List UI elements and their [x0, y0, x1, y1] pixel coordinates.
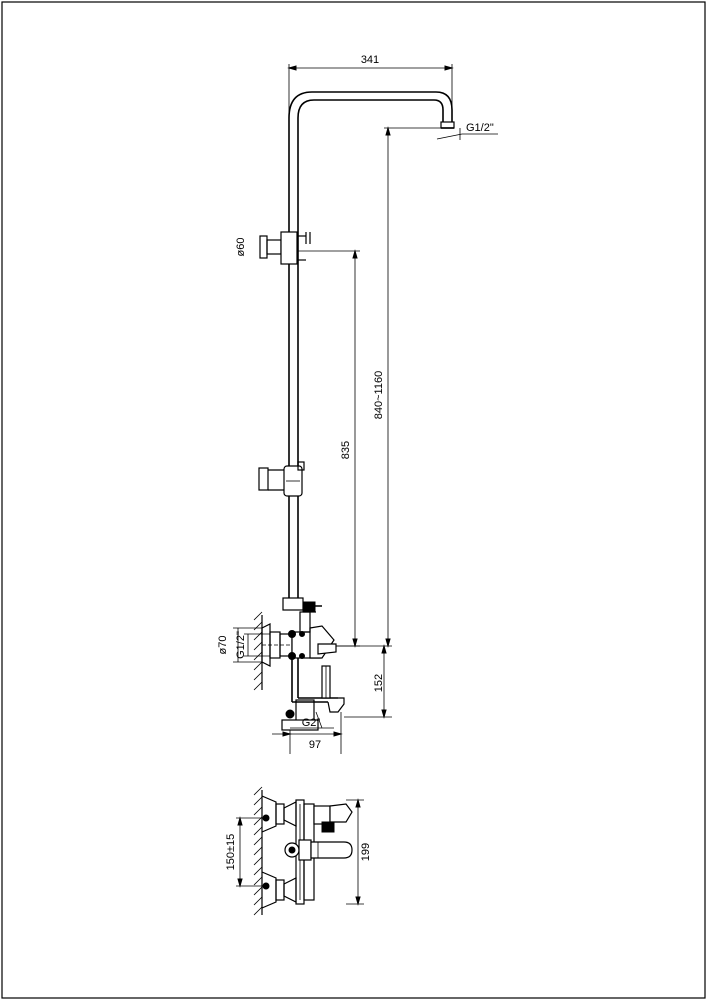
diverter-knob	[282, 597, 322, 613]
outlet-thread-label: G2"	[302, 717, 321, 729]
overhead-holder: ø60	[235, 231, 311, 265]
plan-upper-eccentric	[261, 795, 297, 833]
rail-height-label: 835	[340, 441, 352, 459]
plan-lower-eccentric	[261, 871, 297, 909]
plan-diverter-handle	[313, 803, 353, 833]
adjustable-height-label: 840~1160	[373, 371, 385, 419]
spout-drop-dimension: 152	[344, 644, 392, 719]
shower-head-arm	[288, 91, 455, 129]
holder-diameter-label: ø60	[235, 238, 247, 257]
mixer-plan-view: 150±15 199	[225, 786, 372, 916]
outlet-thread-callout: G2"	[290, 711, 334, 729]
spout-drop-label: 152	[373, 674, 385, 692]
handset-slide-holder	[258, 461, 305, 497]
thermostatic-mixer-body	[288, 611, 337, 660]
adjustable-height-dimension: 840~1160	[330, 126, 446, 648]
head-thread-callout: G1/2"	[436, 122, 498, 140]
wall-section-hatch	[253, 611, 263, 691]
head-arm-width-dimension: 341	[287, 54, 454, 118]
mixer-depth-label: 199	[360, 843, 372, 861]
escutcheon-diameter-label: ø70	[217, 636, 229, 655]
spout-reach-label: 97	[309, 739, 321, 751]
plan-mixer-lever	[284, 839, 353, 861]
inlet-thread-label: G1/2"	[235, 631, 247, 659]
inlet-centres-dimension: 150±15	[225, 816, 266, 888]
head-thread-label: G1/2"	[466, 122, 494, 134]
inlet-centres-label: 150±15	[225, 834, 237, 871]
inlet-callouts: ø70 G1/2"	[217, 627, 270, 663]
riser-pipe	[288, 118, 299, 600]
shower-column-front-view: G1/2" 341 ø60 8	[217, 54, 498, 754]
spout-reach-dimension: 97	[272, 712, 343, 754]
plan-wall-hatch	[253, 786, 263, 916]
mixer-depth-dimension: 199	[346, 798, 372, 906]
bath-spout	[281, 658, 345, 731]
head-arm-width-label: 341	[361, 54, 379, 66]
rail-height-dimension: 835	[298, 249, 360, 648]
